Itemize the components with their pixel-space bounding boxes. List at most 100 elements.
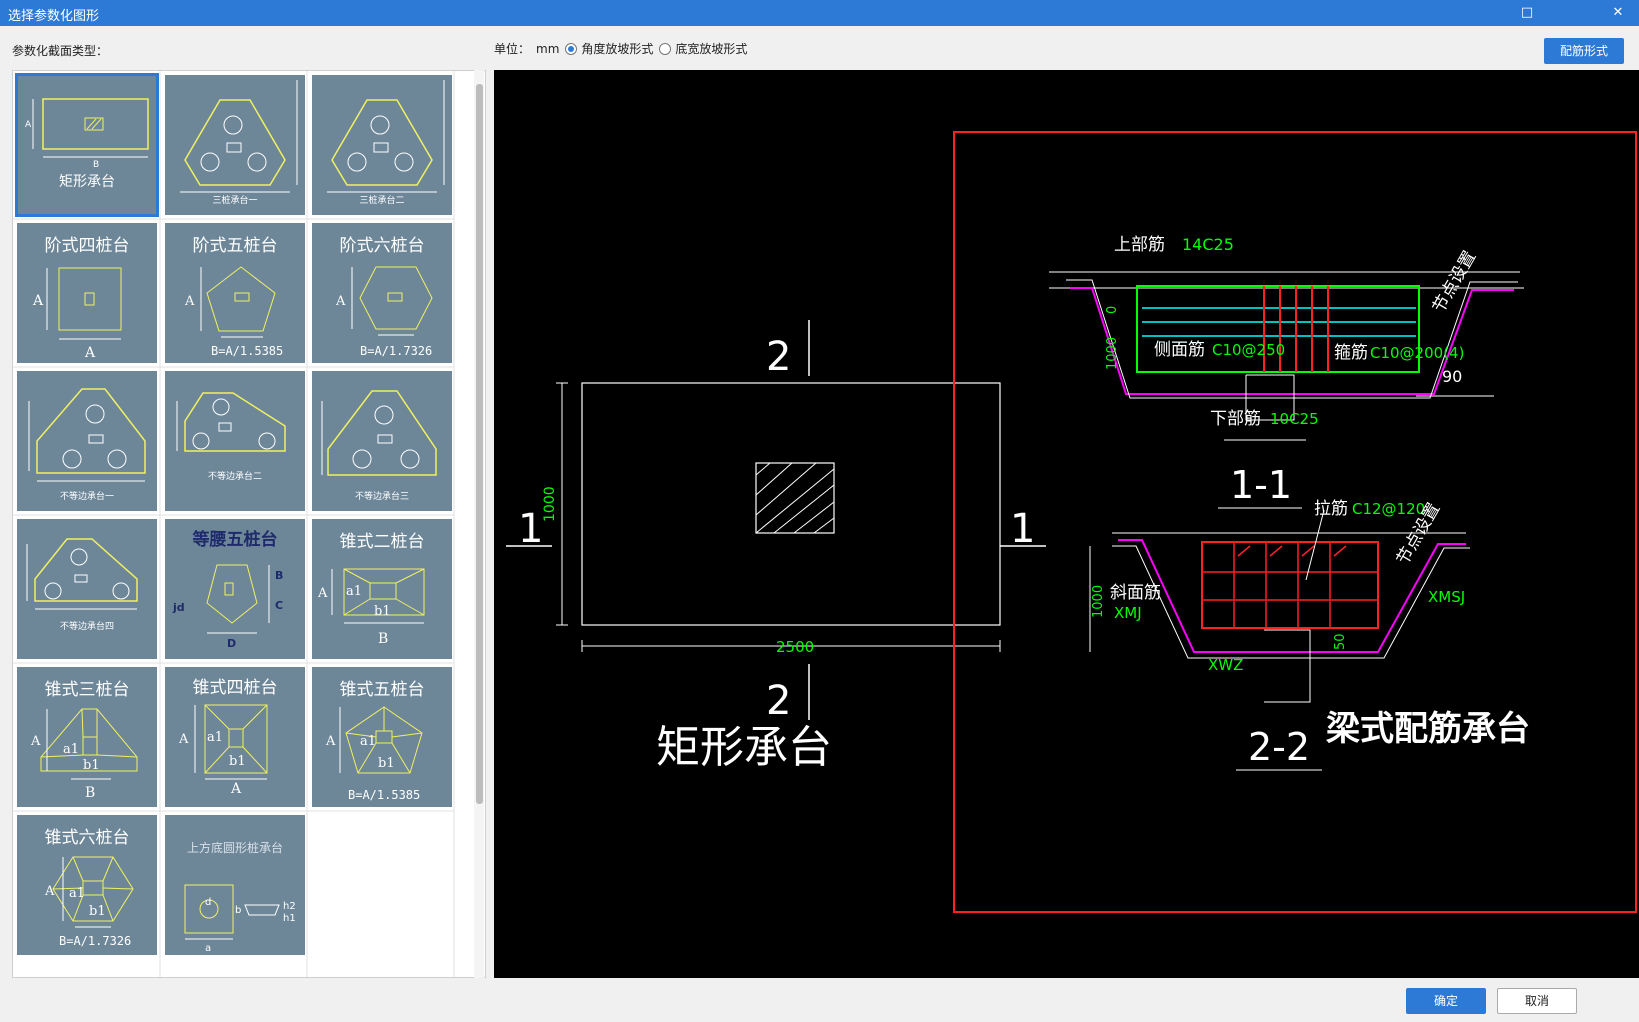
formula: B=A/1.7326	[360, 344, 432, 358]
radio-dot-icon	[659, 42, 672, 55]
shape-unequal-1[interactable]: 不等边承台一	[17, 371, 157, 511]
dim-a1: a1	[360, 734, 376, 749]
shape-unequal-3[interactable]: 不等边承台三	[312, 371, 452, 511]
plan-view: 1000 2500 2 2 1 1 矩形承台	[506, 320, 1046, 773]
section-1-1: 上部筋 14C25 侧面筋 C10@250 箍筋 C10@200(4) 下部筋 …	[1049, 235, 1524, 509]
shape-step-six-pile[interactable]: 阶式六桩台 A B=A/1.7326	[312, 223, 452, 363]
plan-section-1-right: 1	[1010, 506, 1035, 552]
shape-label: 锥式五桩台	[339, 680, 425, 700]
xwz-label: XWZ	[1208, 656, 1243, 674]
shape-label: 锥式四桩台	[192, 678, 278, 698]
bottom-rebar-value: 10C25	[1270, 410, 1319, 428]
formula: B=A/1.5385	[348, 788, 420, 802]
gallery-grid-lines	[13, 71, 455, 977]
shape-unequal-4[interactable]: 不等边承台四	[17, 519, 157, 659]
dim-a: a	[205, 943, 211, 954]
beam-cap-title: 梁式配筋承台	[1326, 709, 1530, 749]
dim-zero: 0	[1105, 306, 1120, 314]
dim-a: A	[30, 734, 41, 749]
shape-isosceles-five-pile[interactable]: 等腰五桩台 jd B C D	[165, 519, 305, 659]
shape-step-four-pile[interactable]: 阶式四桩台 A A	[17, 223, 157, 363]
top-rebar-label: 上部筋	[1114, 235, 1165, 255]
section-2-2-label: 2-2	[1248, 725, 1310, 769]
shape-step-five-pile[interactable]: 阶式五桩台 A B=A/1.5385	[165, 223, 305, 363]
dim-b: B	[378, 631, 388, 647]
radio-width-slope[interactable]: 底宽放坡形式	[659, 40, 747, 57]
section-1-1-label: 1-1	[1230, 463, 1292, 507]
shape-three-pile-1[interactable]: 三桩承台一	[165, 75, 305, 215]
plan-height-dim: 1000	[542, 486, 558, 522]
cone-five-pile-icon: A a1 b1 B=A/1.5385	[325, 706, 423, 802]
title-bar: 选择参数化图形 □ ✕	[0, 0, 1639, 26]
dim-a1: a1	[207, 730, 223, 745]
slope-rebar-label: 斜面筋	[1110, 583, 1161, 603]
ok-button[interactable]: 确定	[1406, 988, 1486, 1014]
shape-square-round-pile[interactable]: 上方底圆形桩承台 d b a h2 h1	[165, 815, 305, 955]
cone-six-pile-icon: A a1 b1 B=A/1.7326	[44, 856, 134, 948]
unequal-4-icon	[26, 538, 138, 610]
dim-b: A	[84, 345, 96, 361]
shape-label: 等腰五桩台	[192, 530, 278, 550]
shape-label: 阶式五桩台	[192, 236, 278, 256]
dim-a: A	[325, 734, 336, 749]
dim-b1: b1	[378, 756, 395, 771]
unequal-1-icon	[28, 388, 146, 482]
unit-value: mm	[536, 41, 560, 56]
shape-cone-two-pile[interactable]: 锥式二桩台 A a1 b1 B	[312, 519, 452, 659]
dim-1000-2: 1000	[1091, 585, 1106, 618]
shape-unequal-2[interactable]: 不等边承台二	[165, 371, 305, 511]
shape-rect-cap[interactable]: A B 矩形承台	[15, 73, 159, 217]
dim-b: B	[85, 785, 95, 801]
close-icon[interactable]: ✕	[1612, 5, 1624, 20]
shape-label: 锥式二桩台	[339, 532, 425, 552]
preview-canvas: 1000 2500 2 2 1 1 矩形承台	[494, 70, 1639, 978]
shape-gallery: A B 矩形承台 三桩承台一 三桩承台二 阶式四桩台 A	[12, 70, 486, 978]
plan-section-2-bottom: 2	[766, 678, 791, 724]
xmsj-label: XMSJ	[1428, 588, 1465, 606]
section-2-2: 拉筋 C12@120 斜面筋 XMJ XMSJ XWZ 节点设置 1000 50…	[1089, 499, 1470, 771]
dim-50: 50	[1333, 633, 1348, 650]
shape-label: 锥式三桩台	[44, 680, 130, 700]
maximize-icon[interactable]: □	[1520, 5, 1534, 20]
plan-width-dim: 2500	[776, 638, 814, 656]
gallery-scroll-thumb[interactable]	[476, 84, 483, 804]
shape-label: 矩形承台	[59, 174, 115, 190]
dim-b: B	[275, 569, 283, 582]
angle-value: 90	[1442, 367, 1462, 386]
radio-angle-slope[interactable]: 角度放坡形式	[565, 40, 653, 57]
dim-c: C	[275, 599, 283, 612]
shape-cone-three-pile[interactable]: 锥式三桩台 A a1 b1 B	[17, 667, 157, 807]
three-pile-1-icon	[180, 80, 298, 193]
dim-a1: a1	[63, 742, 79, 757]
window-title: 选择参数化图形	[8, 9, 100, 24]
shape-label: 阶式四桩台	[44, 236, 130, 256]
shape-cone-five-pile[interactable]: 锥式五桩台 A a1 b1 B=A/1.5385	[312, 667, 452, 807]
dim-b1: b1	[229, 754, 246, 769]
dim-a1: a1	[346, 584, 362, 599]
shape-cone-four-pile[interactable]: 锥式四桩台 A a1 b1 A	[165, 667, 305, 807]
dim-b: b	[235, 905, 241, 916]
shape-cone-six-pile[interactable]: 锥式六桩台 A a1 b1 B=A/1.7326	[17, 815, 157, 955]
shape-three-pile-2[interactable]: 三桩承台二	[312, 75, 452, 215]
dim-b: A	[230, 781, 242, 797]
shape-label: 不等边承台二	[207, 472, 262, 482]
dim-jd: jd	[172, 601, 185, 614]
step-five-pile-icon: A B=A/1.5385	[184, 266, 283, 358]
cancel-button[interactable]: 取消	[1497, 988, 1577, 1014]
dim-a: A	[335, 294, 346, 309]
shape-label: 不等边承台四	[59, 622, 114, 632]
step-four-pile-icon: A A	[32, 267, 122, 361]
formula: B=A/1.7326	[59, 934, 131, 948]
preview-drawing: 1000 2500 2 2 1 1 矩形承台	[506, 131, 1637, 913]
rebar-form-button[interactable]: 配筋形式	[1544, 38, 1624, 64]
dim-b1: b1	[83, 758, 100, 773]
dim-a: A	[178, 732, 189, 747]
three-pile-2-icon	[327, 80, 445, 193]
side-rebar-value: C10@250	[1212, 341, 1285, 359]
dim-d: d	[205, 897, 211, 908]
top-rebar-value: 14C25	[1182, 235, 1234, 254]
unequal-2-icon	[176, 392, 286, 452]
dim-1000: 1000	[1105, 337, 1120, 370]
unit-label: 单位：	[494, 42, 531, 56]
rect-cap-icon: A B	[25, 98, 149, 170]
